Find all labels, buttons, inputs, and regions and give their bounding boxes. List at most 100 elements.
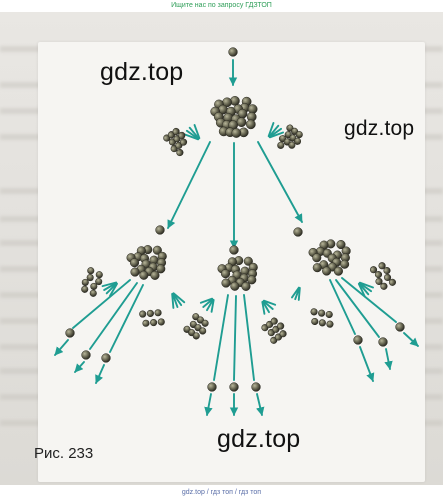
watermark-text: gdz.top: [344, 117, 415, 140]
nucleon: [312, 253, 322, 263]
neutron: [228, 47, 238, 57]
nucleon: [383, 273, 392, 282]
nucleon: [139, 270, 149, 280]
emission-ray: [267, 122, 275, 138]
emission-ray: [358, 282, 373, 293]
nucleon: [95, 271, 103, 279]
bottom-promo-banner[interactable]: gdz.top / гдз топ / гдз топ: [0, 485, 443, 500]
nucleon: [375, 277, 383, 285]
nucleon: [380, 282, 388, 290]
nucleus: [210, 96, 258, 138]
nucleon: [388, 278, 396, 286]
nucleon: [277, 322, 285, 330]
figure-caption: Рис. 233: [34, 445, 94, 462]
neutron-arrow: [54, 339, 69, 356]
nucleon: [176, 148, 184, 157]
nucleon: [150, 319, 158, 327]
watermark-text: gdz.top: [217, 425, 301, 453]
nucleon: [374, 270, 383, 279]
emission-ray: [262, 299, 277, 306]
nucleon: [370, 266, 378, 274]
fission-fragment: [163, 127, 188, 157]
emission-ray: [297, 287, 301, 301]
nucleon: [326, 320, 334, 328]
neutron: [293, 227, 303, 237]
emission-ray: [268, 131, 284, 139]
neutron-arrow: [257, 141, 303, 223]
nucleus: [217, 256, 258, 291]
nucleon: [95, 278, 103, 286]
emission-ray: [268, 124, 280, 138]
fission-fragment: [310, 308, 334, 328]
emission-ray: [103, 282, 118, 291]
emission-ray: [262, 300, 274, 310]
nucleon: [333, 266, 343, 276]
nucleon: [231, 128, 242, 138]
nucleon: [142, 319, 150, 327]
nucleon: [230, 281, 240, 291]
nucleon: [311, 317, 319, 326]
emission-ray: [188, 126, 200, 140]
emission-ray: [193, 124, 201, 140]
emission-ray: [171, 293, 175, 309]
nucleon: [270, 317, 278, 325]
neutron-arrow: [204, 393, 213, 416]
nucleon: [325, 310, 333, 319]
emission-ray: [185, 129, 200, 140]
nucleon: [245, 119, 256, 130]
neutron: [353, 335, 363, 345]
neutron-arrow: [256, 393, 265, 416]
emission-ray: [101, 281, 118, 288]
nucleon: [293, 137, 302, 145]
emission-ray: [268, 127, 283, 138]
nucleon: [152, 245, 162, 255]
emission-ray: [233, 295, 237, 381]
nucleon: [383, 267, 391, 275]
nucleon: [201, 319, 209, 327]
emission-ray: [72, 279, 131, 329]
nucleus: [126, 245, 167, 280]
nucleon: [139, 310, 147, 318]
emission-ray: [358, 281, 374, 289]
neutron: [65, 328, 75, 338]
nucleon: [179, 138, 188, 146]
nucleon: [312, 263, 322, 273]
neutron: [101, 353, 111, 363]
emission-ray: [206, 298, 214, 312]
emission-ray: [335, 279, 380, 338]
fission-fragment: [183, 313, 209, 340]
nucleon: [199, 327, 207, 335]
nucleon: [221, 278, 231, 288]
emission-ray: [243, 294, 255, 381]
emission-ray: [202, 298, 214, 308]
emission-ray: [109, 282, 118, 297]
nucleon: [86, 274, 94, 282]
top-promo-banner[interactable]: Ищите нас по запросу ГДЗТОП: [0, 0, 443, 12]
neutron-arrow: [95, 364, 105, 384]
emission-ray: [262, 300, 270, 314]
neutron-arrow: [74, 361, 85, 373]
emission-ray: [210, 299, 215, 313]
neutron: [81, 350, 91, 360]
emission-ray: [109, 284, 144, 353]
nucleon: [172, 127, 180, 136]
nucleon: [178, 131, 186, 139]
nucleon: [81, 285, 89, 293]
neutron-arrow: [403, 332, 419, 347]
emission-ray: [357, 282, 366, 298]
fission-fragment: [261, 317, 287, 344]
fission-fragment: [139, 309, 165, 327]
emission-ray: [291, 286, 300, 299]
emission-ray: [184, 133, 200, 141]
watermark-text: gdz.top: [100, 58, 184, 86]
emission-ray: [213, 294, 229, 381]
neutron-arrows: [54, 59, 419, 416]
nucleon: [279, 330, 287, 338]
nucleon: [89, 289, 97, 297]
nucleon: [90, 282, 98, 290]
nucleon: [146, 309, 154, 317]
nucleon: [192, 332, 200, 340]
nucleon: [154, 309, 162, 317]
emission-ray: [341, 277, 397, 323]
chain-reaction-diagram: [54, 47, 419, 416]
